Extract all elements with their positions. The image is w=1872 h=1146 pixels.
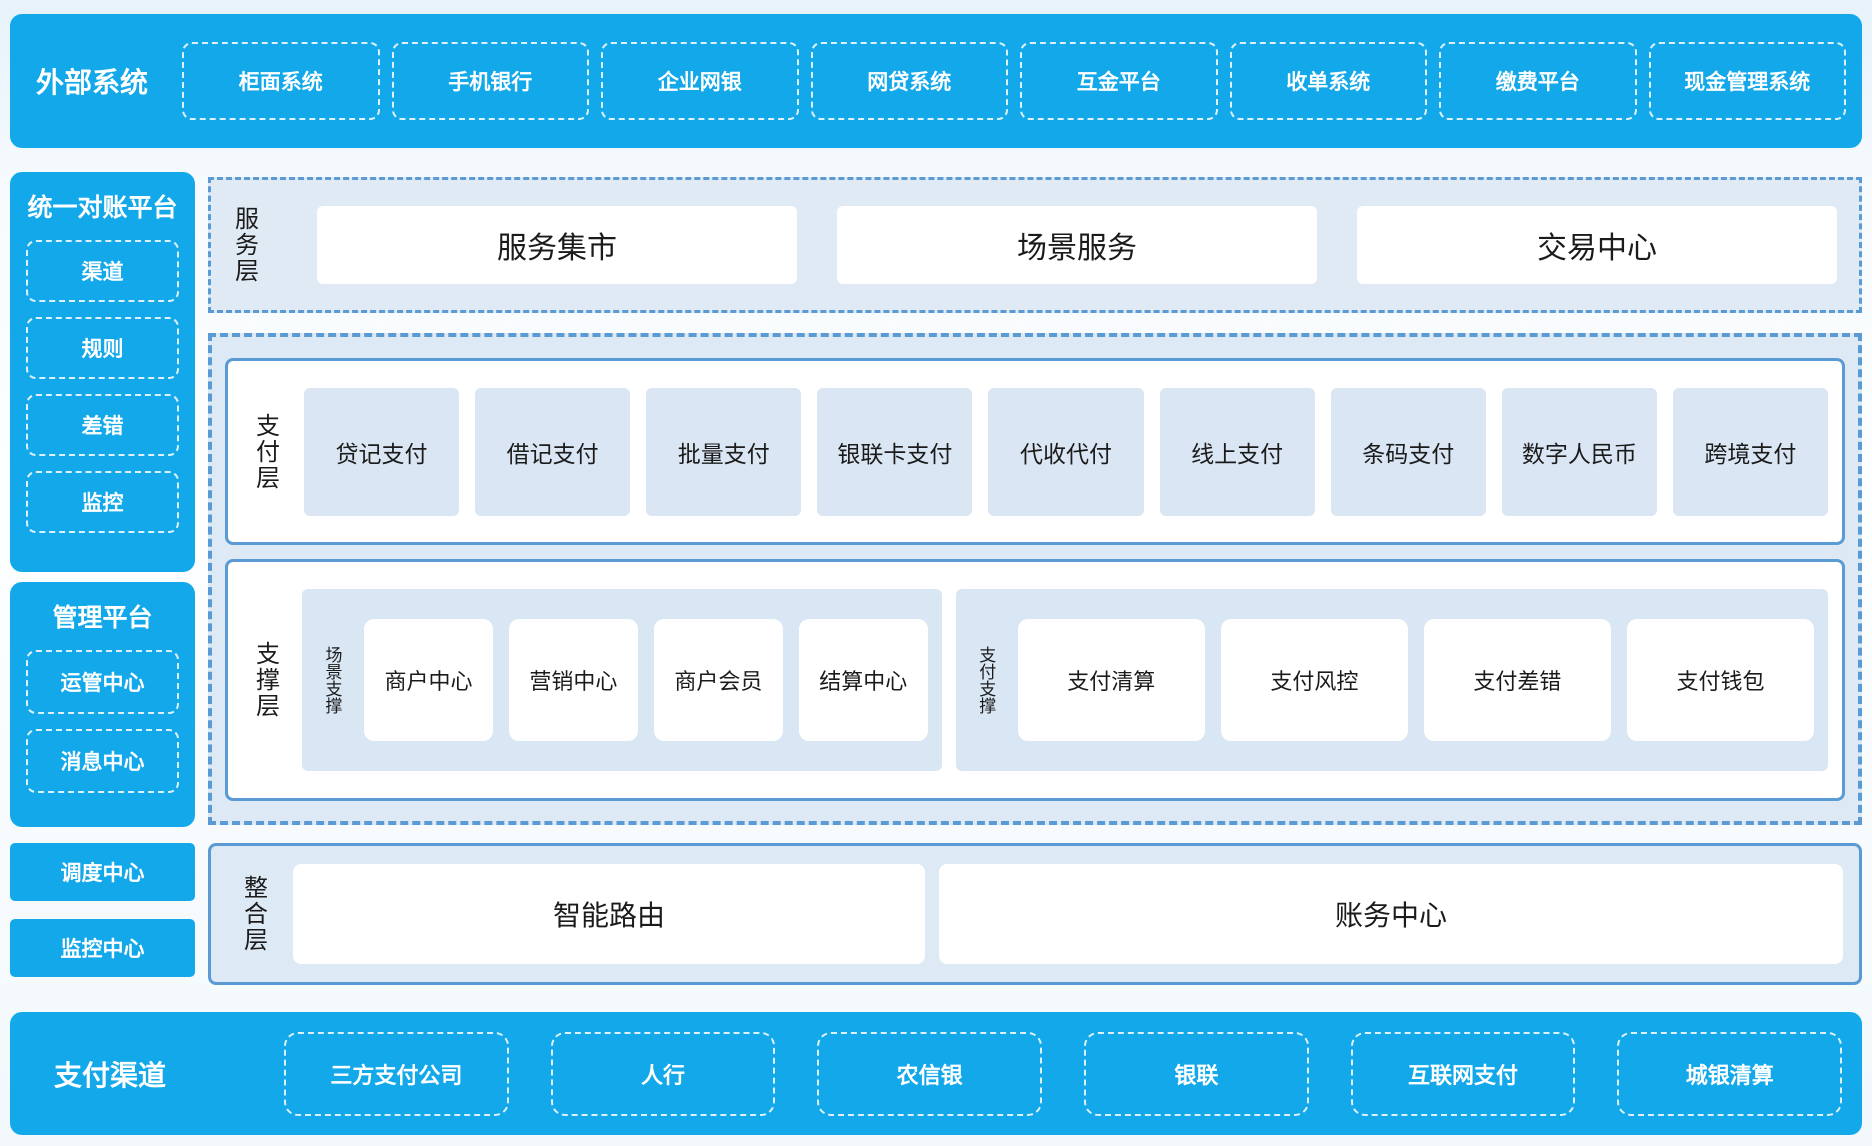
scene-support-tile: 营销中心 bbox=[508, 619, 638, 741]
payment-tile: 借记支付 bbox=[475, 387, 631, 516]
payment-support-container: 支付层 贷记支付 借记支付 批量支付 银联卡支付 代收代付 线上支付 条码支付 … bbox=[208, 333, 1862, 825]
management-platform-group: 管理平台 运管中心 消息中心 bbox=[10, 582, 195, 827]
integration-box: 账务中心 bbox=[939, 864, 1843, 964]
payment-support-tile: 支付差错 bbox=[1423, 619, 1611, 741]
management-item: 运管中心 bbox=[26, 650, 179, 714]
main-layers: 服务层 服务集市 场景服务 交易中心 支付层 贷记支付 借记支付 批量支付 银联… bbox=[208, 177, 1862, 985]
payment-support-tile: 支付风控 bbox=[1220, 619, 1408, 741]
payment-channel-items: 三方支付公司 人行 农信银 银联 互联网支付 城银清算 bbox=[284, 1031, 1843, 1116]
payment-support-tile: 支付清算 bbox=[1017, 619, 1205, 741]
payment-channel-box: 农信银 bbox=[817, 1031, 1043, 1116]
integration-layer-label: 整合层 bbox=[239, 875, 267, 953]
management-platform-title: 管理平台 bbox=[52, 604, 153, 632]
payment-channels-title: 支付渠道 bbox=[54, 1059, 167, 1091]
external-system-box: 收单系统 bbox=[1229, 42, 1427, 120]
monitor-center-block: 监控中心 bbox=[10, 919, 195, 977]
service-box: 服务集市 bbox=[317, 206, 797, 284]
payment-tile: 代收代付 bbox=[988, 387, 1144, 516]
payment-tile: 数字人民币 bbox=[1501, 387, 1657, 516]
payment-tile: 线上支付 bbox=[1159, 387, 1315, 516]
management-item: 消息中心 bbox=[26, 729, 179, 793]
payment-tile: 批量支付 bbox=[646, 387, 802, 516]
support-layer: 支撑层 场景支撑 商户中心 营销中心 商户会员 结算中心 支付支撑 支付清算 支… bbox=[225, 559, 1845, 801]
external-system-box: 现金管理系统 bbox=[1648, 42, 1846, 120]
external-systems-title: 外部系统 bbox=[36, 67, 149, 98]
payment-channel-box: 城银清算 bbox=[1617, 1031, 1843, 1116]
payment-layer-label: 支付层 bbox=[251, 412, 279, 491]
payment-tile: 贷记支付 bbox=[304, 387, 460, 516]
payment-channel-box: 互联网支付 bbox=[1350, 1031, 1576, 1116]
service-box: 交易中心 bbox=[1357, 206, 1837, 284]
payment-channel-box: 银联 bbox=[1084, 1031, 1309, 1116]
payment-layer: 支付层 贷记支付 借记支付 批量支付 银联卡支付 代收代付 线上支付 条码支付 … bbox=[225, 358, 1845, 545]
service-box: 场景服务 bbox=[837, 206, 1317, 284]
payment-support-label: 支付支撑 bbox=[976, 646, 996, 714]
reconciliation-item: 差错 bbox=[26, 394, 179, 456]
reconciliation-platform-group: 统一对账平台 渠道 规则 差错 监控 bbox=[10, 172, 195, 572]
payment-channels-bar: 支付渠道 三方支付公司 人行 农信银 银联 互联网支付 城银清算 bbox=[10, 1012, 1862, 1135]
left-column: 统一对账平台 渠道 规则 差错 监控 管理平台 运管中心 消息中心 调度中心 监… bbox=[10, 172, 195, 977]
external-system-box: 缴费平台 bbox=[1439, 42, 1637, 120]
payment-channel-box: 人行 bbox=[550, 1031, 776, 1116]
external-system-box: 企业网银 bbox=[601, 42, 799, 120]
reconciliation-platform-title: 统一对账平台 bbox=[27, 194, 178, 222]
service-layer-label: 服务层 bbox=[230, 206, 258, 284]
support-layer-label: 支撑层 bbox=[251, 641, 279, 719]
external-system-box: 手机银行 bbox=[391, 42, 589, 120]
scene-support-tile: 商户会员 bbox=[653, 619, 783, 741]
service-layer: 服务层 服务集市 场景服务 交易中心 bbox=[208, 177, 1862, 313]
scene-support-tile: 商户中心 bbox=[364, 619, 493, 741]
integration-layer: 整合层 智能路由 账务中心 bbox=[208, 843, 1862, 985]
scene-support-tile: 结算中心 bbox=[798, 619, 928, 741]
payment-support-group: 支付支撑 支付清算 支付风控 支付差错 支付钱包 bbox=[955, 589, 1828, 771]
dispatch-center-block: 调度中心 bbox=[10, 843, 195, 901]
external-system-box: 网贷系统 bbox=[810, 42, 1008, 120]
scene-support-group: 场景支撑 商户中心 营销中心 商户会员 结算中心 bbox=[302, 589, 942, 771]
payment-support-tile: 支付钱包 bbox=[1626, 619, 1815, 741]
external-systems-items: 柜面系统 手机银行 企业网银 网贷系统 互金平台 收单系统 缴费平台 现金管理系… bbox=[182, 42, 1846, 120]
external-system-box: 柜面系统 bbox=[182, 42, 380, 120]
payment-tile: 银联卡支付 bbox=[817, 387, 973, 516]
reconciliation-item: 规则 bbox=[26, 317, 179, 379]
payment-channel-box: 三方支付公司 bbox=[284, 1031, 509, 1116]
integration-box: 智能路由 bbox=[293, 864, 926, 964]
reconciliation-item: 渠道 bbox=[26, 240, 179, 302]
payment-tile: 跨境支付 bbox=[1672, 387, 1828, 516]
payment-tile: 条码支付 bbox=[1330, 387, 1486, 516]
external-systems-bar: 外部系统 柜面系统 手机银行 企业网银 网贷系统 互金平台 收单系统 缴费平台 … bbox=[10, 14, 1862, 148]
external-system-box: 互金平台 bbox=[1020, 42, 1218, 120]
scene-support-label: 场景支撑 bbox=[322, 646, 342, 714]
reconciliation-item: 监控 bbox=[26, 471, 179, 533]
